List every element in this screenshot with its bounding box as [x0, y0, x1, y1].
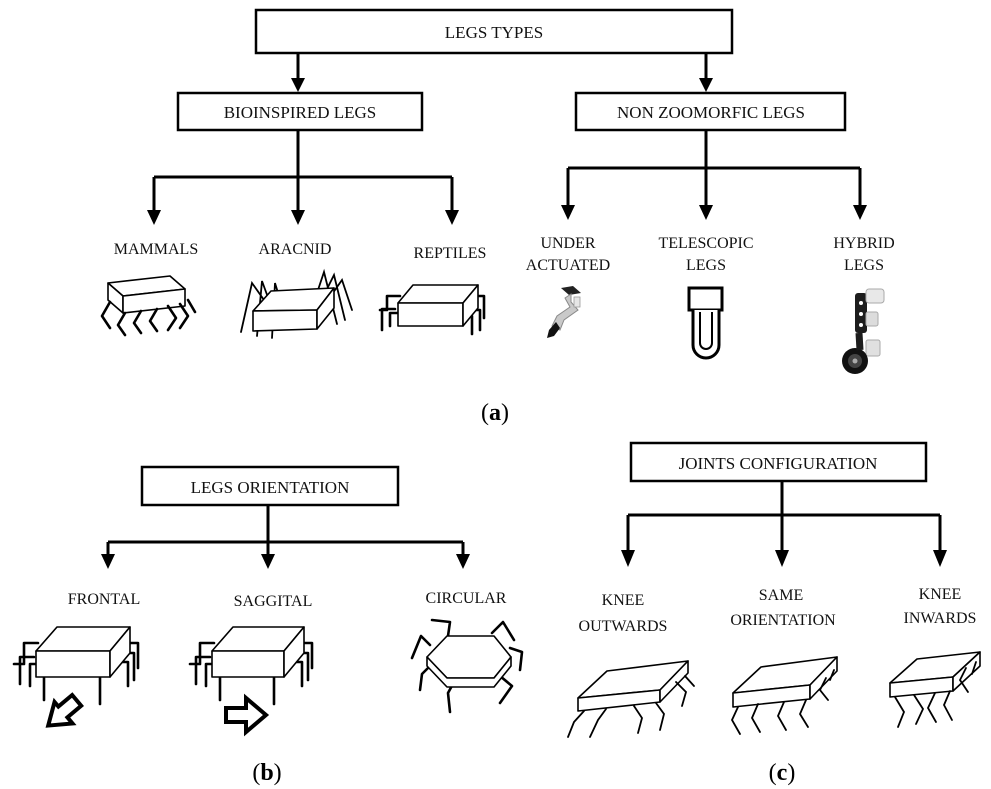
- panel-a: LEGS TYPES BIOINSPIRED LEGS NON ZOOMORFI…: [100, 8, 895, 426]
- same-orientation-label-1: SAME: [759, 587, 803, 604]
- bio-branches: [152, 130, 454, 212]
- caption-b-letter: b: [260, 760, 273, 786]
- knee-outwards-robot-icon: [567, 660, 695, 738]
- aracnid-robot-icon: [240, 268, 353, 339]
- joints-configuration-box: [629, 441, 928, 483]
- arrow-head: [933, 550, 947, 567]
- arrow-head: [445, 210, 459, 225]
- caption-c-letter: c: [777, 760, 788, 786]
- telescopic-legs-label: LEGS: [686, 257, 726, 274]
- arrow-head: [101, 554, 115, 569]
- under-actuated-leg-icon: [547, 286, 581, 338]
- telescopic-leg-icon: [687, 286, 724, 360]
- arrow-head: [261, 554, 275, 569]
- caption-b: (b): [252, 760, 281, 786]
- same-orientation-robot-icon: [730, 656, 838, 735]
- frontal-label: FRONTAL: [68, 591, 141, 608]
- arrow-head: [291, 210, 305, 225]
- non-zoomorfic-legs-box: [574, 91, 847, 132]
- actuated-label: ACTUATED: [526, 257, 610, 274]
- non-zoomorfic-legs-label: NON ZOOMORFIC LEGS: [617, 103, 805, 122]
- circular-label: CIRCULAR: [426, 590, 507, 607]
- under-label: UNDER: [540, 235, 595, 252]
- frontal-robot-icon: [12, 626, 140, 728]
- panel-c: JOINTS CONFIGURATION KNEE OUTWARDS SAME …: [567, 441, 981, 786]
- joints-configuration-label: JOINTS CONFIGURATION: [679, 454, 878, 473]
- arrow-head: [621, 550, 635, 567]
- mammals-label: MAMMALS: [114, 241, 198, 258]
- arrow-head: [561, 205, 575, 220]
- knee-outwards-label-2: OUTWARDS: [579, 618, 668, 635]
- non-branches: [566, 130, 862, 207]
- same-orientation-label-2: ORIENTATION: [730, 612, 836, 629]
- hybrid-legs-label: LEGS: [844, 257, 884, 274]
- arrow-head: [456, 554, 470, 569]
- bioinspired-legs-box: [176, 91, 424, 132]
- telescopic-label: TELESCOPIC: [658, 235, 753, 252]
- knee-inwards-robot-icon: [889, 651, 981, 728]
- legs-types-label: LEGS TYPES: [445, 23, 543, 42]
- saggital-robot-icon: [188, 626, 314, 737]
- panel-b: LEGS ORIENTATION FRONTAL SAGGITAL CIRCUL…: [12, 465, 524, 786]
- saggital-label: SAGGITAL: [234, 593, 313, 610]
- caption-a-letter: a: [489, 400, 501, 426]
- knee-outwards-label-1: KNEE: [602, 592, 645, 609]
- mammals-robot-icon: [100, 275, 197, 337]
- arrow-head: [853, 205, 867, 220]
- reptiles-label: REPTILES: [414, 245, 487, 262]
- knee-inwards-label-2: INWARDS: [904, 610, 977, 627]
- legs-orientation-label: LEGS ORIENTATION: [191, 478, 350, 497]
- orientation-branches: [106, 505, 465, 556]
- arrow-head: [291, 78, 305, 92]
- frontal-direction-arrow-icon: [45, 692, 84, 728]
- hybrid-label: HYBRID: [833, 235, 894, 252]
- reptiles-robot-icon: [378, 284, 486, 336]
- bioinspired-legs-label: BIOINSPIRED LEGS: [224, 103, 377, 122]
- arrow-head: [775, 550, 789, 567]
- caption-c: (c): [769, 760, 796, 786]
- aracnid-label: ARACNID: [259, 241, 332, 258]
- saggital-direction-arrow-icon: [224, 693, 270, 737]
- joints-branches: [626, 481, 942, 553]
- circular-robot-icon: [410, 618, 524, 714]
- caption-a: (a): [481, 400, 509, 426]
- legs-orientation-box: [140, 465, 400, 507]
- arrow-head: [699, 78, 713, 92]
- knee-inwards-label-1: KNEE: [919, 586, 962, 603]
- arrow-head: [699, 205, 713, 220]
- arrow-head: [147, 210, 161, 225]
- legs-types-box: [254, 8, 734, 55]
- hybrid-leg-icon: [842, 288, 885, 374]
